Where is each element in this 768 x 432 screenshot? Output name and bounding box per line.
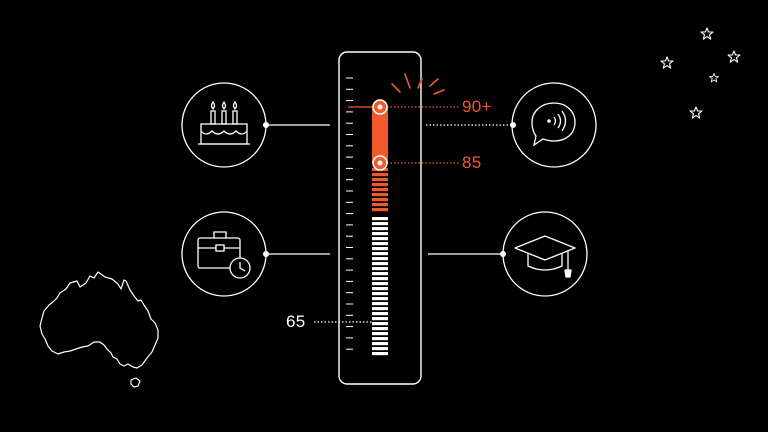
level-segment — [372, 317, 388, 321]
level-segment — [372, 247, 388, 251]
level-segment-accent — [372, 188, 388, 192]
label-65: 65 — [286, 312, 306, 331]
level-segment-accent — [372, 183, 388, 187]
gauge-level-bar — [372, 168, 388, 356]
gauge-scale — [346, 77, 353, 350]
level-segment — [372, 327, 388, 331]
briefcase-clock-icon — [181, 211, 267, 297]
southern-cross-stars-icon — [660, 27, 741, 119]
level-segment — [372, 307, 388, 311]
level-segment — [372, 297, 388, 301]
level-segment — [372, 332, 388, 336]
level-segment — [372, 267, 388, 271]
level-segment — [372, 232, 388, 236]
label-90-plus: 90+ — [462, 97, 492, 116]
speech-sound-icon — [511, 82, 597, 168]
level-segment-accent — [372, 173, 388, 177]
gauge-frame — [338, 51, 422, 385]
graduation-cap-icon — [502, 211, 588, 297]
level-segment-accent — [372, 178, 388, 182]
marker-middle — [372, 155, 460, 171]
level-segment — [372, 312, 388, 316]
australia-map-icon — [39, 271, 159, 388]
level-segment-accent — [372, 198, 388, 202]
level-segment — [372, 302, 388, 306]
level-segment — [372, 347, 388, 351]
label-85: 85 — [462, 153, 482, 172]
level-segment — [372, 222, 388, 226]
level-segment — [372, 252, 388, 256]
level-segment — [372, 262, 388, 266]
level-segment — [372, 352, 388, 356]
level-segment-accent — [372, 193, 388, 197]
level-segment — [372, 287, 388, 291]
connector-dot — [263, 122, 269, 128]
level-segment — [372, 257, 388, 261]
level-segment — [372, 237, 388, 241]
level-segment-accent — [372, 208, 388, 212]
level-segment — [372, 337, 388, 341]
level-segment — [372, 342, 388, 346]
marker-top — [348, 99, 460, 115]
connector-dot — [263, 251, 269, 257]
level-segment-accent — [372, 203, 388, 207]
birthday-cake-icon — [181, 82, 267, 168]
level-segment — [372, 292, 388, 296]
connector-dot — [510, 122, 516, 128]
level-segment — [372, 272, 388, 276]
connector-dot — [500, 251, 506, 257]
gauge-fill-solid — [372, 107, 388, 164]
alert-burst-icon — [391, 73, 445, 95]
level-segment — [372, 227, 388, 231]
level-segment — [372, 217, 388, 221]
level-segment — [372, 322, 388, 326]
level-segment — [372, 277, 388, 281]
level-segment — [372, 242, 388, 246]
level-segment — [372, 282, 388, 286]
